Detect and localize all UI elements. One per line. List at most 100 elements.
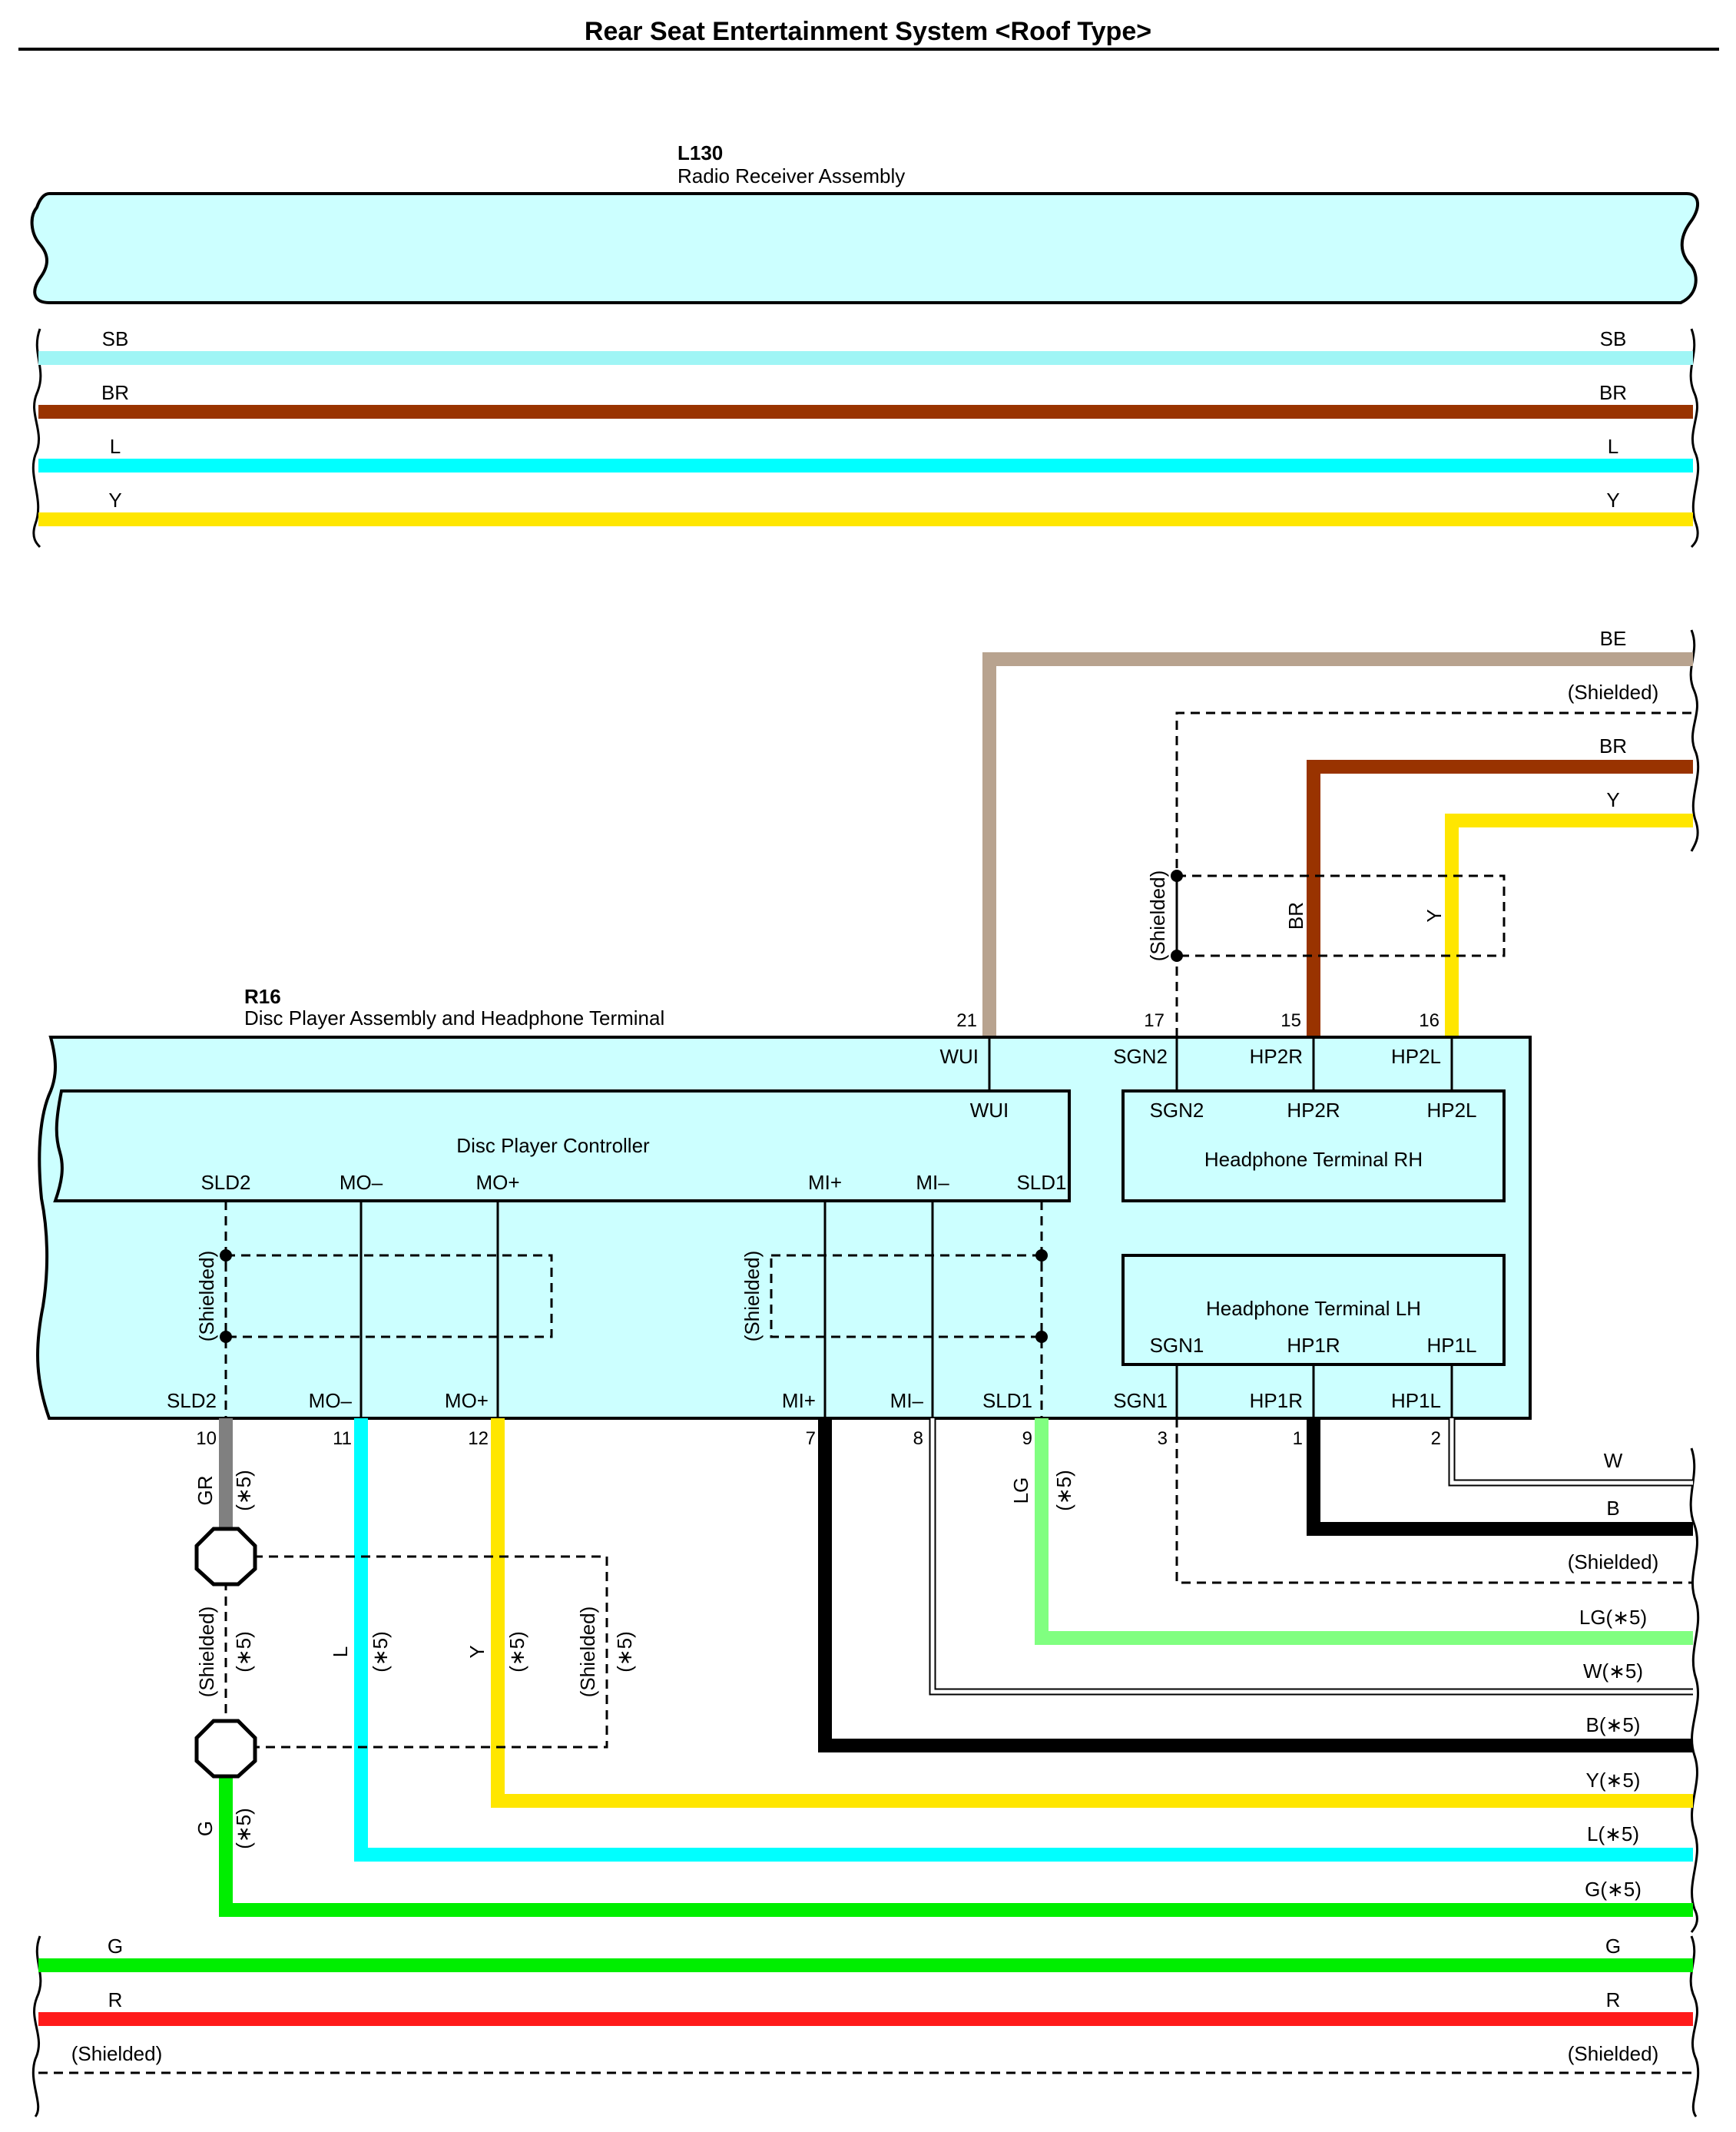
pin-17: 17 [1144,1010,1165,1031]
shield-box-hp2 [1175,874,1506,957]
term-hp2l-inner: HP2L [1426,1099,1476,1122]
term-mo-plus-outer: MO+ [445,1389,489,1412]
vnote-l: (∗5) [369,1631,392,1673]
l130-name: Radio Receiver Assembly [678,164,905,187]
wire-label-sb-left: SB [102,327,129,350]
wire-w-hp1l-core [1449,1418,1693,1485]
shield-box-mi [770,1254,1043,1338]
shield-splice-mo-2 [220,1331,232,1343]
wire-label-l-right: L [1608,435,1618,458]
term-mi-minus-outer: MI– [890,1389,924,1412]
wire-label-shielded-left: (Shielded) [71,2042,163,2065]
shield-label-hp2: (Shielded) [1146,870,1169,962]
wire-lg [1035,1418,1693,1645]
wire-label-g-left: G [108,1935,123,1958]
term-sld2-outer: SLD2 [167,1389,217,1412]
vlabel-y: Y [465,1645,489,1658]
wire-label-shielded-right: (Shielded) [1568,2042,1659,2065]
wire-be [982,652,1693,1037]
term-sld1-inner: SLD1 [1016,1171,1066,1194]
term-sgn1-outer: SGN1 [1113,1389,1168,1412]
vnote-gr: (∗5) [232,1470,255,1511]
shield-splice-upper-2 [1171,950,1183,962]
wire-w-mi-minus-core [930,1418,1693,1694]
vlabel-shielded-octagon: (Shielded) [195,1606,218,1698]
shield-splice-mi-2 [1035,1331,1048,1343]
pin-1: 1 [1293,1428,1303,1449]
term-hp1r-outer: HP1R [1250,1389,1303,1412]
pin-2: 2 [1431,1428,1441,1449]
pin-16: 16 [1419,1010,1439,1031]
pin-8: 8 [913,1428,923,1449]
shield-splice-upper-1 [1171,870,1183,882]
wire-y-hp2l [1445,814,1693,1037]
shield-label-br: BR [1284,902,1307,930]
vnote-lg: (∗5) [1052,1470,1075,1511]
term-sld1-outer: SLD1 [982,1389,1032,1412]
term-hp1r-inner: HP1R [1287,1334,1340,1357]
wire-label-sb-right: SB [1600,327,1627,350]
term-hp1l-outer: HP1L [1391,1389,1441,1412]
wire-y-mo-plus [491,1418,1693,1808]
pin-10: 10 [196,1428,217,1449]
wire-label-br-right: BR [1599,381,1627,404]
pin-21: 21 [956,1010,977,1031]
wire-label-y5: Y(∗5) [1586,1769,1641,1792]
wire-label-b: B [1606,1497,1619,1520]
r16-name: Disc Player Assembly and Headphone Termi… [244,1006,664,1030]
octagon-connector-upper [194,1527,257,1587]
shield-label-y: Y [1423,909,1446,922]
term-mi-plus-inner: MI+ [808,1171,842,1194]
term-mo-plus-inner: MO+ [475,1171,519,1194]
octagon-connector-lower [194,1719,257,1779]
wire-label-r-left: R [108,1988,123,2011]
wire-label-y-hp: Y [1606,788,1619,811]
wire-label-shielded-top: (Shielded) [1568,681,1659,704]
wire-label-w: W [1604,1449,1623,1472]
term-mo-minus-inner: MO– [340,1171,383,1194]
wire-label-y-right: Y [1606,489,1619,512]
term-mo-minus-outer: MO– [309,1389,353,1412]
page-title: Rear Seat Entertainment System <Roof Typ… [585,17,1151,46]
shield-box-lower [253,1555,608,1749]
radio-receiver-assembly [30,192,1699,304]
term-wui-inner: WUI [970,1099,1009,1122]
wire-label-l5: L(∗5) [1587,1822,1639,1845]
disc-player-controller [53,1089,1071,1202]
shield-label-mo: (Shielded) [195,1251,218,1342]
wire-g-sld2 [219,1775,1693,1917]
wire-shield-sgn1 [1175,1418,1693,1584]
pin-12: 12 [468,1428,489,1449]
pin-9: 9 [1022,1428,1032,1449]
vnote-y: (∗5) [505,1631,528,1673]
shield-splice-mo-1 [220,1249,232,1262]
wire-label-g-right: G [1605,1935,1621,1958]
term-hp2r-inner: HP2R [1287,1099,1340,1122]
term-wui-outer: WUI [939,1045,979,1068]
wire-label-br-left: BR [101,381,129,404]
term-sgn2-outer: SGN2 [1113,1045,1168,1068]
vnote-shielded-box: (∗5) [613,1631,636,1673]
pin-3: 3 [1158,1428,1168,1449]
term-mi-minus-inner: MI– [916,1171,949,1194]
break-mark-mid-right [1689,629,1700,852]
headphone-terminal-lh [1121,1254,1506,1366]
wire-label-r-right: R [1606,1988,1621,2011]
controller-name: Disc Player Controller [456,1134,650,1157]
break-mark-lower-right [1689,1447,1700,1933]
vlabel-lg: LG [1009,1477,1032,1504]
term-sgn2-inner: SGN2 [1150,1099,1204,1122]
wire-label-w5: W(∗5) [1583,1660,1643,1683]
hp-rh-name: Headphone Terminal RH [1204,1148,1423,1171]
bottom-wire-group: G G R R (Shielded) (Shielded) [31,1935,1700,2117]
vnote-g: (∗5) [232,1808,255,1849]
term-sld2-inner: SLD2 [200,1171,250,1194]
vnote-shielded-octagon: (∗5) [232,1631,255,1673]
term-sgn1-inner: SGN1 [1150,1334,1204,1357]
pin-11: 11 [333,1428,352,1449]
wire-w-hp1l [1448,1418,1693,1487]
pin-7: 7 [806,1428,816,1449]
pin-15: 15 [1280,1010,1301,1031]
hp-lh-name: Headphone Terminal LH [1206,1297,1421,1320]
